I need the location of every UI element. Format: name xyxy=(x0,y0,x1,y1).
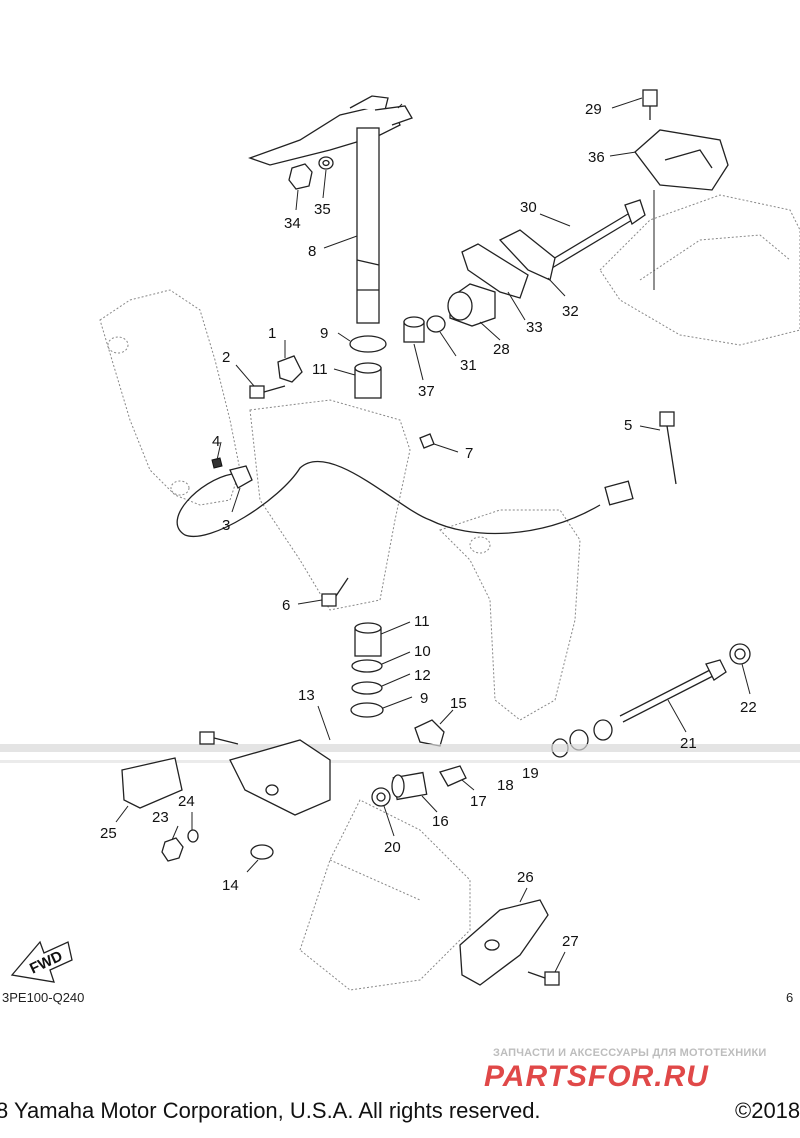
label-4: 4 xyxy=(212,433,220,450)
wire-lead xyxy=(176,460,634,538)
plate-33 xyxy=(461,243,529,299)
engine-pan-outline xyxy=(599,194,800,346)
mount-28 xyxy=(447,283,496,327)
page-number-fragment: 6 xyxy=(786,990,794,1005)
cap-22 xyxy=(729,643,751,665)
label-27: 27 xyxy=(562,933,579,950)
steering-shaft xyxy=(248,95,413,324)
label-12: 12 xyxy=(414,667,431,684)
nut-23 xyxy=(161,837,184,862)
bushing-11-upper xyxy=(354,362,382,399)
copyright-year: ©2018 xyxy=(735,1098,800,1123)
label-6: 6 xyxy=(282,597,290,614)
bracket-13 xyxy=(229,739,331,816)
label-20: 20 xyxy=(384,839,401,856)
label-29: 29 xyxy=(585,101,602,118)
bolt-2 xyxy=(249,385,286,399)
washer-24 xyxy=(187,829,199,843)
label-26: 26 xyxy=(517,869,534,886)
label-37: 37 xyxy=(418,383,435,400)
label-36: 36 xyxy=(588,149,605,166)
bolt-30 xyxy=(547,199,646,269)
washer-19a xyxy=(593,719,613,741)
bolt-21 xyxy=(619,659,727,723)
label-3: 3 xyxy=(222,517,230,534)
label-15: 15 xyxy=(450,695,467,712)
nut-34 xyxy=(288,163,313,190)
bolt-6 xyxy=(321,577,349,607)
washer-9-lower xyxy=(350,702,384,718)
label-1: 1 xyxy=(268,325,276,342)
plate-32 xyxy=(498,229,556,281)
bolt-27 xyxy=(527,971,560,986)
label-7: 7 xyxy=(465,445,473,462)
bushing-11-lower xyxy=(354,622,382,657)
clamp-3 xyxy=(229,465,253,489)
label-11-upper: 11 xyxy=(312,361,328,378)
bolt-29 xyxy=(642,89,658,120)
label-8: 8 xyxy=(308,243,316,260)
nut-7 xyxy=(419,433,435,449)
stopper-15 xyxy=(414,719,445,747)
label-5: 5 xyxy=(624,417,632,434)
washer-10 xyxy=(351,659,383,673)
washer-12 xyxy=(351,681,383,695)
label-13: 13 xyxy=(298,687,315,704)
label-24: 24 xyxy=(178,793,195,810)
watermark-logo-text: PARTSFOR.RU xyxy=(484,1060,709,1092)
swivel-bracket-outline xyxy=(439,509,581,721)
bracket-outline xyxy=(99,289,411,611)
label-22: 22 xyxy=(740,699,757,716)
label-14: 14 xyxy=(222,877,239,894)
watermark-logo: PARTSFOR.RU xyxy=(484,1060,709,1092)
label-19: 19 xyxy=(522,765,539,782)
copyright-text: 8 Yamaha Motor Corporation, U.S.A. All r… xyxy=(0,1098,541,1123)
label-23: 23 xyxy=(152,809,169,826)
scan-noise-band xyxy=(0,744,800,763)
collar-37 xyxy=(403,316,425,343)
part-17 xyxy=(439,765,467,787)
label-17: 17 xyxy=(470,793,487,810)
watermark-tagline: ЗАПЧАСТИ И АКСЕССУАРЫ ДЛЯ МОТОТЕХНИКИ xyxy=(493,1047,767,1059)
washer-9-upper xyxy=(349,335,387,353)
part-labels: 1 2 3 4 5 6 7 8 9 9 10 11 11 12 13 14 15… xyxy=(100,101,757,950)
label-9-lower: 9 xyxy=(420,690,428,707)
bracket-25 xyxy=(121,757,183,809)
clamp-1 xyxy=(277,355,303,383)
label-33: 33 xyxy=(526,319,543,336)
label-18: 18 xyxy=(497,777,514,794)
label-34: 34 xyxy=(284,215,301,232)
clip-14 xyxy=(250,844,274,860)
label-11-lower: 11 xyxy=(414,613,430,630)
bushing-16 xyxy=(391,771,428,801)
label-25: 25 xyxy=(100,825,117,842)
label-35: 35 xyxy=(314,201,331,218)
washer-31 xyxy=(426,315,446,333)
cable-tie-5 xyxy=(659,411,677,485)
mount-36 xyxy=(634,129,729,191)
label-10: 10 xyxy=(414,643,431,660)
diagram-code: 3PE100-Q240 xyxy=(2,990,85,1005)
label-16: 16 xyxy=(432,813,449,830)
fwd-arrow: FWD xyxy=(10,940,73,983)
label-21: 21 xyxy=(680,735,697,752)
label-28: 28 xyxy=(493,341,510,358)
label-2: 2 xyxy=(222,349,230,366)
label-30: 30 xyxy=(520,199,537,216)
label-32: 32 xyxy=(562,303,579,320)
label-9-upper: 9 xyxy=(320,325,328,342)
cover-26 xyxy=(459,899,549,986)
washer-35 xyxy=(318,156,334,170)
lower-casing-outline xyxy=(299,799,471,991)
leader-lines xyxy=(115,97,751,973)
bolt-top-left xyxy=(199,731,239,745)
label-31: 31 xyxy=(460,357,477,374)
collar-20 xyxy=(371,787,391,807)
